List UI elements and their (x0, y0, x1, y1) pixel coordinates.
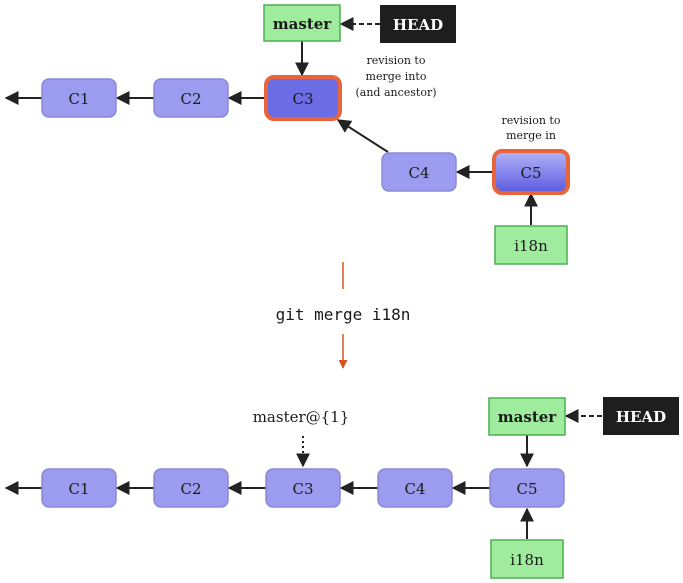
branch-master: master (263, 4, 341, 42)
commit-label: C5 (516, 480, 537, 498)
commit-label: C5 (520, 164, 541, 182)
commit-c3: C3 (264, 75, 342, 121)
note-line: (and ancestor) (355, 86, 436, 99)
note-line: merge in (506, 129, 556, 142)
note-merge-in: revision to merge in (502, 114, 561, 142)
edge-c4-c3 (336, 119, 389, 153)
commit-label: C2 (180, 480, 201, 498)
commit-c5: C5 (492, 149, 570, 195)
commit-c4: C4 (377, 468, 453, 508)
head-ref: HEAD (380, 5, 456, 43)
branch-master: master (488, 397, 566, 436)
commit-label: C3 (292, 480, 313, 498)
commit-label: C1 (68, 480, 89, 498)
commit-label: C4 (408, 164, 429, 182)
note-line: revision to (502, 114, 561, 127)
commit-label: C3 (292, 90, 313, 108)
commit-label: C1 (68, 90, 89, 108)
branch-i18n: i18n (494, 225, 568, 265)
branch-label: master (498, 408, 558, 426)
commit-c1: C1 (41, 78, 117, 118)
branch-label: i18n (510, 551, 544, 569)
commit-c5: C5 (489, 468, 565, 508)
head-label: HEAD (393, 16, 443, 34)
branch-label: master (273, 15, 333, 33)
commit-c4: C4 (381, 152, 457, 192)
command-text: git merge i18n (276, 305, 411, 324)
head-label: HEAD (616, 408, 666, 426)
commit-c1: C1 (41, 468, 117, 508)
command-section: git merge i18n (276, 262, 411, 369)
branch-label: i18n (514, 237, 548, 255)
commit-c2: C2 (153, 78, 229, 118)
before-graph: C1 C2 C3 C4 C5 master HEAD i18n (4, 4, 570, 265)
after-graph: C1 C2 C3 C4 C5 master@{1} master HEAD (4, 397, 679, 579)
commit-c2: C2 (153, 468, 229, 508)
reflog-ref-label: master@{1} (253, 408, 350, 426)
branch-i18n: i18n (490, 539, 564, 579)
note-line: revision to (367, 54, 426, 67)
note-line: merge into (366, 70, 427, 83)
head-ref: HEAD (603, 397, 679, 435)
note-merge-into: revision to merge into (and ancestor) (355, 54, 436, 99)
commit-label: C2 (180, 90, 201, 108)
commit-label: C4 (404, 480, 425, 498)
commit-c3: C3 (265, 468, 341, 508)
